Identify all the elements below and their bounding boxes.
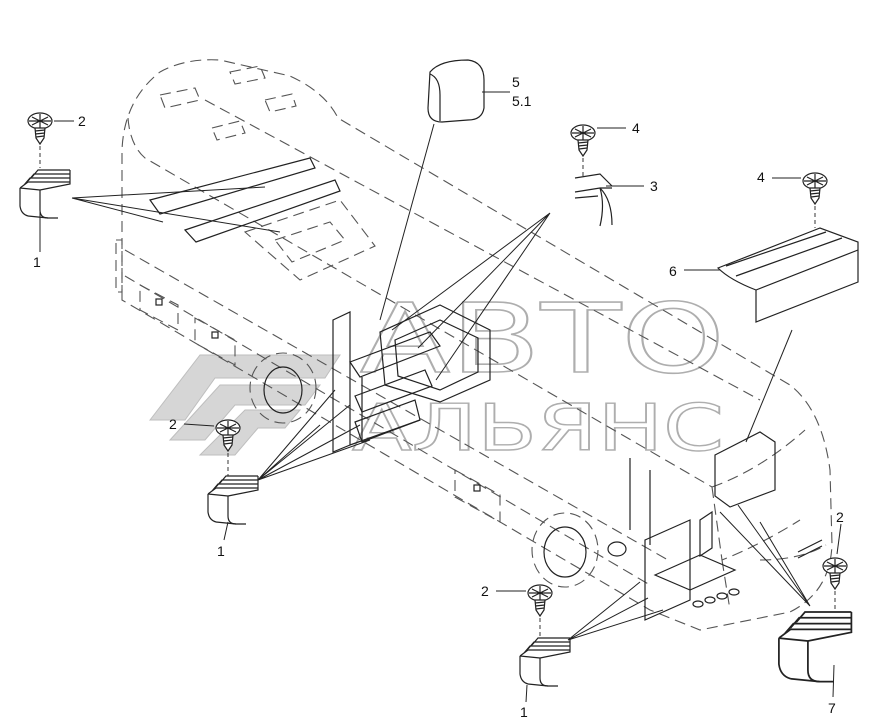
locker-latch-1 — [155, 298, 163, 306]
label-strip-mid-left: 1 — [217, 543, 225, 559]
roof-box — [243, 199, 376, 281]
watermark-line1: АВТО — [360, 283, 725, 395]
leader-strip-bottom-center — [567, 581, 664, 641]
leader-strip-top-center — [391, 212, 551, 381]
front-handle — [699, 510, 713, 558]
side-locker-1 — [139, 284, 179, 331]
leader-strip-long-right — [745, 329, 793, 443]
label-screw-mid-left: 2 — [169, 416, 177, 432]
watermark: АВТО АЛЬЯНС — [148, 282, 726, 467]
front-step — [653, 554, 737, 591]
label-screw-bottom-right: 2 — [836, 509, 844, 525]
rear-wheel-arch — [249, 352, 317, 424]
screw-top-right — [802, 172, 828, 205]
roof-window-1 — [159, 87, 201, 109]
callout-line-strip-mid-left — [223, 521, 229, 541]
leader-cap — [379, 123, 435, 321]
screw-top-left — [27, 112, 53, 145]
leader-lines — [71, 123, 811, 641]
strip-top-center — [574, 173, 613, 227]
parts — [19, 59, 859, 687]
front-door-post — [629, 458, 651, 545]
leader-strip-mid-left — [257, 389, 371, 481]
label-strip-top-center: 3 — [650, 178, 658, 194]
roof-box-inner — [274, 221, 346, 263]
label-strip-long-right: 6 — [669, 263, 677, 279]
label-screw-top-left: 2 — [78, 113, 86, 129]
roof-rail-2 — [183, 179, 341, 243]
callout-line-strip-bottom-center — [525, 684, 528, 703]
front-light-3 — [716, 592, 728, 600]
callout-labels: 2 1 5 5.1 4 3 4 6 2 1 2 1 2 7 — [33, 74, 844, 720]
roof-window-3 — [264, 93, 297, 113]
label-strip-top-left: 1 — [33, 254, 41, 270]
callout-line-screw-bottom-right — [836, 523, 842, 555]
strip-long-right-ribs — [725, 231, 859, 291]
front-light-4 — [728, 588, 740, 596]
belt-line — [124, 249, 669, 561]
cap-edge — [429, 73, 441, 121]
roof-side-edge — [127, 117, 713, 488]
windshield-top — [711, 429, 806, 488]
label-screw-bottom-center: 2 — [481, 583, 489, 599]
fog-lights — [797, 539, 823, 559]
locker-latch-3 — [473, 484, 481, 492]
strip-long-right — [716, 227, 859, 323]
rear-lights — [115, 239, 123, 293]
door-frame-inner — [394, 319, 479, 391]
step-1 — [349, 331, 441, 378]
rear-wheel — [263, 366, 303, 414]
bus-silhouette — [121, 59, 833, 631]
front-wheel-arch — [531, 512, 599, 588]
callout-lines — [39, 91, 842, 703]
label-cap-alt: 5.1 — [512, 93, 532, 109]
label-strip-bottom-center: 1 — [520, 704, 528, 720]
step-2 — [354, 369, 433, 413]
bus-solid-details — [149, 157, 823, 621]
roof-rail-1 — [149, 157, 316, 215]
roof-middle-line — [204, 99, 761, 401]
strip-bottom-right-shape — [778, 611, 853, 683]
side-indicator — [607, 541, 627, 557]
front-lower — [721, 544, 827, 611]
strip-bottom-center — [519, 637, 571, 687]
leader-strip-top-left — [71, 186, 281, 233]
front-wheel — [543, 526, 587, 578]
label-cap-main: 5 — [512, 74, 520, 90]
screw-top-center — [570, 124, 596, 157]
locker-latch-2 — [211, 331, 219, 339]
callout-line-screw-mid-left — [183, 423, 215, 427]
strip-bottom-right — [778, 611, 853, 683]
strip-top-left — [19, 169, 71, 219]
side-locker-3 — [454, 469, 501, 523]
front-light-2 — [704, 596, 716, 604]
roof-window-4 — [211, 120, 246, 141]
front-door-frame — [644, 519, 691, 621]
roof-window-2 — [229, 65, 266, 85]
label-strip-bottom-right: 7 — [828, 700, 836, 716]
bus-outline — [115, 59, 833, 631]
door-pillar — [332, 311, 351, 453]
label-screw-top-center: 4 — [632, 120, 640, 136]
label-screw-top-right: 4 — [757, 169, 765, 185]
windshield-side — [711, 486, 801, 561]
leader-strip-bottom-right — [719, 504, 811, 607]
watermark-line2: АЛЬЯНС — [352, 392, 724, 466]
screw-bottom-center — [527, 584, 553, 617]
callout-line-strip-bottom-right — [832, 664, 835, 698]
cap-part — [427, 59, 485, 123]
side-locker-2 — [194, 317, 236, 366]
front-light-1 — [692, 600, 704, 608]
front-ceiling-box — [714, 431, 776, 508]
strip-mid-left — [207, 475, 259, 525]
step-stringer — [349, 377, 421, 446]
